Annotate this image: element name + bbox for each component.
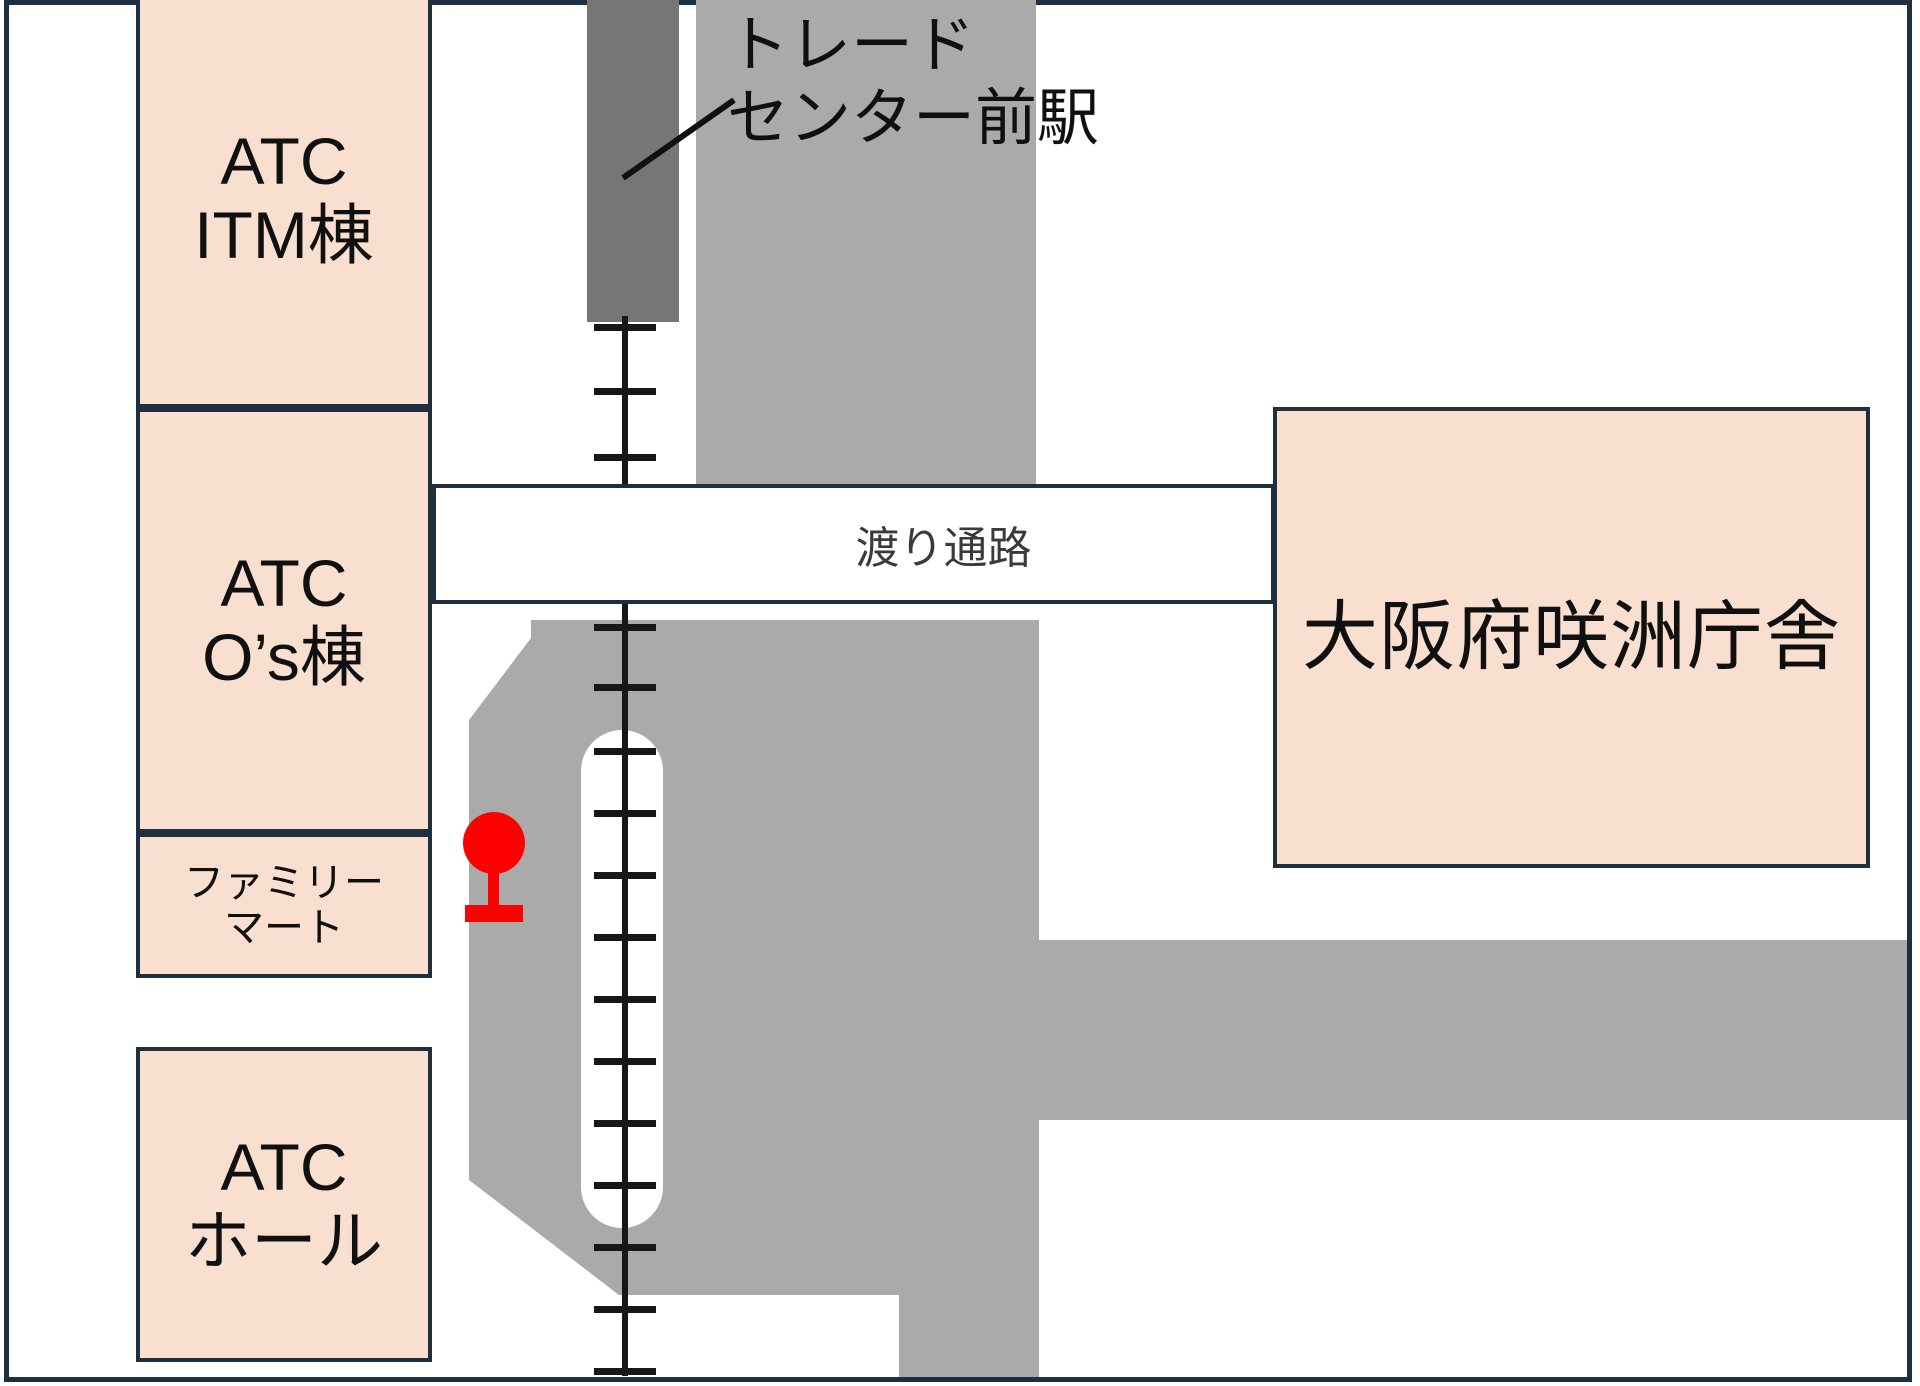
building-familymart[interactable]: ファミリー マート <box>136 833 432 978</box>
building-label-familymart: ファミリー マート <box>184 860 384 950</box>
rail-tie <box>594 684 656 691</box>
rail-spine <box>622 316 628 492</box>
building-label-atc-os: ATC O’s棟 <box>202 545 366 694</box>
rail-tie <box>594 1120 656 1127</box>
building-atc-os[interactable]: ATC O’s棟 <box>136 408 432 833</box>
building-label-atc-itm: ATC ITM棟 <box>194 124 374 272</box>
rail-tie <box>594 1058 656 1065</box>
rail-tie <box>594 1182 656 1189</box>
connecting-corridor[interactable]: 渡り通路 <box>432 484 1275 604</box>
rail-tie <box>594 1244 656 1251</box>
road-gray-central-block <box>469 620 1039 1377</box>
building-label-atc-hall: ATC ホール <box>185 1129 383 1278</box>
rail-tie <box>594 388 656 395</box>
map-pin-icon <box>463 812 525 874</box>
map-pin-base <box>465 905 523 922</box>
station-platform-dark <box>587 0 679 322</box>
rail-tie <box>594 454 656 461</box>
corridor-label: 渡り通路 <box>855 524 1032 573</box>
building-osaka-sakishima-government[interactable]: 大阪府咲洲庁舎 <box>1273 407 1870 868</box>
map-canvas: ATC ITM棟 ATC O’s棟 ファミリー マート ATC ホール 大阪府咲… <box>9 0 1907 1377</box>
map-pin-stem <box>488 868 499 910</box>
rail-tie <box>594 934 656 941</box>
rail-tie <box>594 810 656 817</box>
rail-tie <box>594 996 656 1003</box>
building-atc-hall[interactable]: ATC ホール <box>136 1047 432 1362</box>
road-gray-north-band <box>696 0 1036 486</box>
rail-tie <box>594 1368 656 1375</box>
current-location-marker[interactable] <box>457 812 529 924</box>
rail-tie <box>594 748 656 755</box>
rail-tie <box>594 1306 656 1313</box>
rail-tie <box>594 872 656 879</box>
building-atc-itm[interactable]: ATC ITM棟 <box>136 0 432 408</box>
station-leader-line <box>621 98 736 180</box>
rail-spine <box>622 604 628 1376</box>
rail-tie <box>594 624 656 631</box>
building-label-osaka-sakishima-government: 大阪府咲洲庁舎 <box>1302 594 1841 680</box>
road-gray-east-branch <box>1036 940 1907 1120</box>
station-name-label: トレード センター前駅 <box>727 11 1100 153</box>
rail-tie <box>594 324 656 331</box>
